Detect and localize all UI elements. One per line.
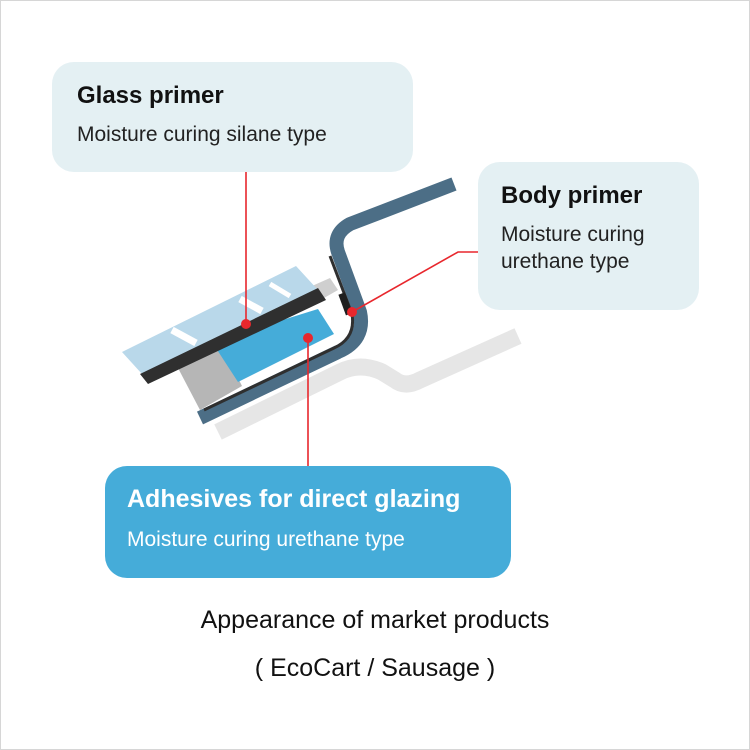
adhesive-callout: Adhesives for direct glazing Moisture cu…	[105, 466, 511, 578]
body-panel	[196, 177, 457, 425]
body-primer-dot	[347, 307, 357, 317]
glass-highlight-2	[238, 295, 264, 315]
body-primer-subtitle: Moisture curing urethane type	[501, 222, 645, 274]
glass-highlight-1	[170, 326, 198, 347]
glass-primer-callout: Glass primer Moisture curing silane type	[52, 62, 413, 172]
glass-highlight-3	[268, 281, 292, 299]
adhesive-dot	[303, 333, 313, 343]
adhesive-subtitle: Moisture curing urethane type	[127, 528, 405, 551]
dark-layer	[140, 288, 326, 384]
background-body-shape	[214, 328, 522, 440]
caption-line-1: Appearance of market products	[200, 606, 550, 634]
glass-pane	[122, 266, 318, 374]
glass-primer-title: Glass primer	[77, 82, 224, 109]
body-primer-title: Body primer	[501, 182, 643, 209]
adhesive-title: Adhesives for direct glazing	[127, 485, 461, 513]
glass-primer-dot	[241, 319, 251, 329]
adhesive-bead	[212, 309, 334, 382]
caption-line-2: ( EcoCart / Sausage )	[254, 654, 496, 682]
body-primer-leader	[351, 251, 478, 313]
body-primer-callout: Body primer Moisture curing urethane typ…	[478, 162, 699, 310]
glass-primer-subtitle: Moisture curing silane type	[77, 122, 327, 146]
